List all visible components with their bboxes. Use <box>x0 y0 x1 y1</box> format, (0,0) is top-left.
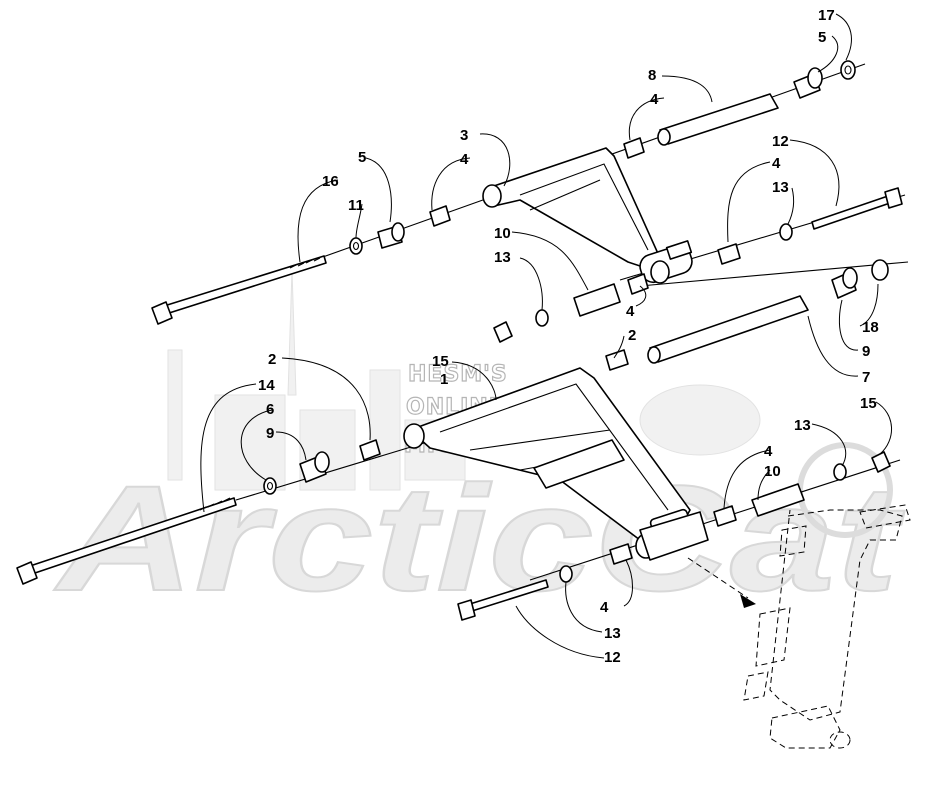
callout-10-b: 10 <box>764 463 781 480</box>
watermark-line1: HESM'S <box>408 362 508 387</box>
callout-6: 6 <box>266 401 274 418</box>
callout-2-b: 2 <box>268 351 276 368</box>
small-parts <box>263 60 891 583</box>
callout-13-b: 13 <box>494 249 511 266</box>
shaft-7 <box>647 295 809 364</box>
callout-5-left: 5 <box>358 149 366 166</box>
watermark: ArcticCat HESM'S ONLINE MICROFICHE <box>52 269 907 623</box>
bolt-16 <box>151 255 327 325</box>
callout-12-bottom: 12 <box>604 649 621 666</box>
callout-15-b: 15 <box>860 395 877 412</box>
watermark-brand: ArcticCat <box>53 454 906 622</box>
callout-12-top: 12 <box>772 133 789 150</box>
shaft-8 <box>657 93 779 146</box>
callout-13-c: 13 <box>794 417 811 434</box>
callout-15-a: 15 <box>432 353 449 370</box>
callout-16: 16 <box>322 173 339 190</box>
callout-4-a: 4 <box>650 91 659 108</box>
callouts: 17 5 8 4 3 4 5 16 11 12 4 13 10 13 4 2 1… <box>258 7 879 666</box>
callout-13-d: 13 <box>604 625 621 642</box>
bolt-12-upper <box>811 187 903 230</box>
arrow-head-icon <box>740 594 756 608</box>
leader-lines <box>200 13 893 659</box>
callout-13-a: 13 <box>772 179 789 196</box>
callout-1: 1 <box>440 371 448 388</box>
callout-9-b: 9 <box>266 425 274 442</box>
callout-17: 17 <box>818 7 835 24</box>
callout-14: 14 <box>258 377 275 394</box>
callout-4-c: 4 <box>772 155 781 172</box>
callout-8: 8 <box>648 67 656 84</box>
callout-2-a: 2 <box>628 327 636 344</box>
bolt-14 <box>16 497 237 585</box>
bolt-12-lower <box>457 579 549 621</box>
callout-4-e: 4 <box>764 443 773 460</box>
callout-9-a: 9 <box>862 343 870 360</box>
callout-10-a: 10 <box>494 225 511 242</box>
spindle <box>743 504 911 749</box>
install-arrow <box>687 557 756 608</box>
lower-a-arm <box>403 367 709 561</box>
callout-7: 7 <box>862 369 870 386</box>
callout-4-b: 4 <box>460 151 469 168</box>
callout-5-top: 5 <box>818 29 826 46</box>
callout-4-d: 4 <box>626 303 635 320</box>
callout-4-f: 4 <box>600 599 609 616</box>
callout-3: 3 <box>460 127 468 144</box>
upper-a-arm <box>482 147 693 284</box>
callout-18: 18 <box>862 319 879 336</box>
callout-11: 11 <box>348 197 364 214</box>
